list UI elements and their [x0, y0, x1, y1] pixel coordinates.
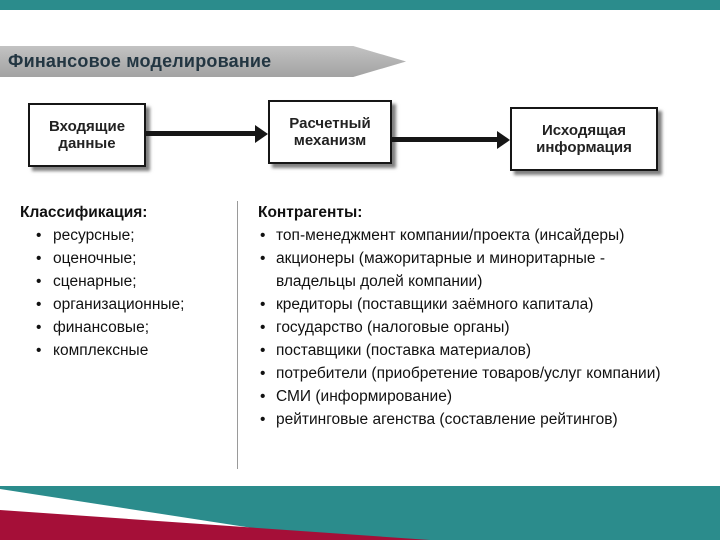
column-divider: [237, 201, 238, 469]
arrow-right-connector-2: [392, 137, 497, 142]
footer-decoration: 7: [0, 486, 720, 540]
arrow-right-connector-1: [146, 131, 255, 136]
list-item: финансовые;: [20, 316, 232, 339]
page-title: Финансовое моделирование: [8, 51, 272, 71]
list-item: рейтинговые агенства (составление рейтин…: [258, 408, 662, 431]
list-item: комплексные: [20, 339, 232, 362]
flow-box-label: Входящие данные: [48, 118, 126, 152]
list-item: ресурсные;: [20, 224, 232, 247]
counterparties-list: топ-менеджмент компании/проекта (инсайде…: [258, 224, 662, 431]
classification-list: ресурсные; оценочные; сценарные; организ…: [20, 224, 232, 362]
title-banner-arrow: Финансовое моделирование: [0, 46, 406, 77]
flow-box-input-data: Входящие данные: [28, 103, 146, 167]
flow-box-output-information: Исходящая информация: [510, 107, 658, 171]
counterparties-section: Контрагенты: топ-менеджмент компании/про…: [258, 201, 662, 431]
top-accent-bar: [0, 0, 720, 10]
list-item: сценарные;: [20, 270, 232, 293]
list-item: поставщики (поставка материалов): [258, 339, 662, 362]
classification-section: Классификация: ресурсные; оценочные; сце…: [20, 201, 232, 362]
list-item: топ-менеджмент компании/проекта (инсайде…: [258, 224, 662, 247]
list-item: СМИ (информирование): [258, 385, 662, 408]
flow-box-label: Исходящая информация: [536, 122, 632, 156]
list-item: организационные;: [20, 293, 232, 316]
list-item: потребители (приобретение товаров/услуг …: [258, 362, 662, 385]
classification-heading: Классификация:: [20, 204, 148, 221]
list-item: государство (налоговые органы): [258, 316, 662, 339]
list-item: оценочные;: [20, 247, 232, 270]
flow-box-calculation-mechanism: Расчетный механизм: [268, 100, 392, 164]
list-item: кредиторы (поставщики заёмного капитала): [258, 293, 662, 316]
flow-box-label: Расчетный механизм: [289, 115, 371, 149]
counterparties-heading: Контрагенты:: [258, 204, 363, 221]
list-item: акционеры (мажоритарные и миноритарные -…: [258, 247, 662, 293]
